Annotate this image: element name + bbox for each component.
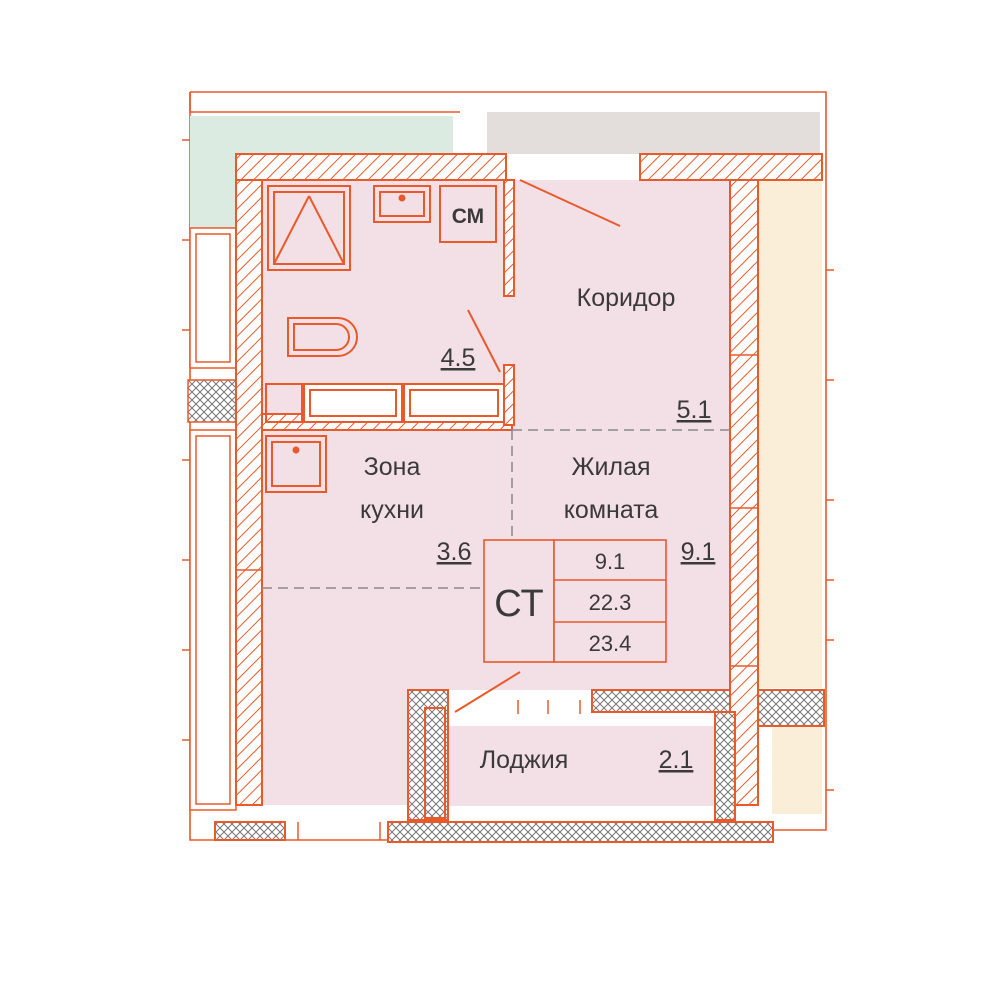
loggia-area: 2.1 — [659, 746, 694, 774]
neighbor-grey-area — [487, 112, 820, 154]
kitchen-name-line1: Зона — [364, 453, 421, 481]
washbasin-icon — [373, 185, 431, 223]
wall-ticks — [236, 354, 758, 840]
bathroom-area: 4.5 — [441, 344, 476, 372]
door-swings — [454, 179, 621, 713]
living-name-line1: Жилая — [571, 453, 650, 481]
loggia-walls — [214, 689, 825, 843]
living-area: 9.1 — [681, 538, 716, 566]
walls — [235, 153, 823, 806]
summary-total-with-loggia: 23.4 — [589, 631, 632, 656]
neighbor-yellow-area — [758, 180, 822, 688]
loggia-floor — [445, 726, 715, 806]
apartment-type: СТ — [494, 583, 543, 625]
zone-separators — [262, 429, 730, 589]
summary-total-area: 22.3 — [589, 590, 632, 615]
kitchen-area: 3.6 — [437, 538, 472, 566]
partition-glazing — [265, 383, 505, 423]
shower-icon — [267, 185, 351, 271]
washing-machine-label: СМ — [452, 205, 484, 228]
corridor-area: 5.1 — [677, 396, 712, 424]
washing-machine-icon — [439, 185, 497, 243]
neighbor-green-strip-top — [190, 214, 236, 228]
kitchen-name-line2: кухни — [360, 496, 424, 524]
summary-living-area: 9.1 — [595, 549, 626, 574]
corridor-name: Коридор — [577, 284, 676, 312]
sink-icon — [265, 435, 327, 493]
left-window-blocks — [187, 227, 237, 811]
neighbor-yellow-area-lower — [772, 726, 822, 814]
living-name-line2: комната — [564, 496, 659, 524]
loggia-name: Лоджия — [480, 746, 569, 774]
summary-table — [483, 539, 667, 663]
toilet-icon — [287, 317, 358, 357]
